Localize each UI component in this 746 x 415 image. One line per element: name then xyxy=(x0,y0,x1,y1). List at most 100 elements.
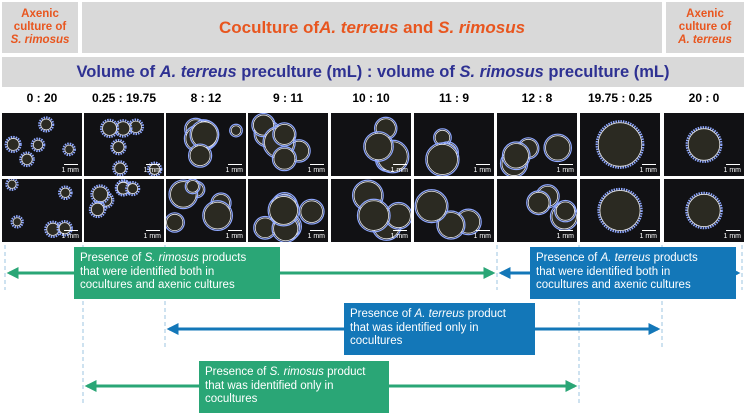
b2-l2: that were identified both in xyxy=(536,265,671,278)
header-center-prefix: Coculture of xyxy=(218,17,320,37)
volume-title-p1: Volume of xyxy=(76,62,160,81)
micrograph-r1-c5: 1 mm xyxy=(331,113,411,176)
micrograph-r2-c4: 1 mm xyxy=(248,179,328,242)
scale-bar xyxy=(310,230,324,231)
pellet xyxy=(40,118,53,131)
pellet-halo xyxy=(271,146,297,172)
scale-bar xyxy=(228,230,242,231)
pellet-halo xyxy=(685,126,723,163)
b2-l3: cocultures and axenic cultures xyxy=(536,279,691,291)
pellet-halo xyxy=(685,191,723,230)
b4-l2: that was identified only in xyxy=(205,379,334,392)
box-s-rimosus-only: Presence of S. rimosus product that was … xyxy=(199,361,389,413)
micrograph-r1-c7: 1 mm xyxy=(497,113,577,176)
header-left-line3: S. rimosus xyxy=(10,34,70,46)
scale-label: 1 mm xyxy=(225,233,244,240)
scale-bar xyxy=(726,230,740,231)
b3-l1c: product xyxy=(464,308,506,320)
scale-label: 1 mm xyxy=(61,167,80,174)
header-center-mid: and xyxy=(398,17,439,37)
pellet xyxy=(12,217,22,227)
pellet xyxy=(599,190,641,231)
scale-bar xyxy=(393,230,407,231)
pellet-halo xyxy=(56,220,73,237)
scale-label: 1 mm xyxy=(556,233,575,240)
pellet xyxy=(90,202,105,216)
header-right-line1: Axenic xyxy=(686,8,724,20)
micrograph-r2-c7: 1 mm xyxy=(497,179,577,242)
pellets-icon xyxy=(414,189,482,240)
micrograph-r1-c2: 1 mm xyxy=(84,113,164,176)
pellet-halo xyxy=(38,116,55,133)
pellet-halo xyxy=(62,142,76,157)
pellet-halo xyxy=(229,123,243,138)
b4-l3: cocultures xyxy=(205,393,258,405)
ratio-label-7: 12 : 8 xyxy=(521,91,553,105)
pellet-halo xyxy=(90,184,111,205)
pellet xyxy=(21,153,33,165)
pellet xyxy=(545,135,571,161)
scale-label: 1 mm xyxy=(556,167,575,174)
b2-l1b: A. terreus xyxy=(600,252,651,264)
header-right-line3: A. terreus xyxy=(678,34,732,46)
micrograph-r1-c6: 1 mm xyxy=(414,113,494,176)
pellets-icon xyxy=(363,116,410,174)
pellet-halo xyxy=(501,141,531,171)
scale-bar xyxy=(642,230,656,231)
pellets-icon xyxy=(5,179,73,238)
ratio-label-8: 19.75 : 0.25 xyxy=(587,91,653,105)
ratio-label-3: 8 : 12 xyxy=(190,91,222,105)
pellet xyxy=(358,200,389,231)
header-center-org2: S. rimosus xyxy=(438,17,526,37)
pellet-halo xyxy=(10,215,24,229)
pellets-icon xyxy=(253,192,325,242)
pellets-icon xyxy=(685,126,723,163)
pellets-icon xyxy=(166,179,233,233)
b2-l1c: products xyxy=(650,252,698,264)
pellet-halo xyxy=(30,137,46,153)
micrograph-r1-c1: 1 mm xyxy=(2,113,82,176)
pellet xyxy=(503,143,529,169)
pellets-icon xyxy=(526,184,577,231)
volume-ratio-title: Volume of A. terreus preculture (mL) : v… xyxy=(2,57,744,87)
micrograph-r2-c1: 1 mm xyxy=(2,179,82,242)
ratio-label-9: 20 : 0 xyxy=(688,91,720,105)
scale-label: 1 mm xyxy=(143,233,162,240)
header-left-line1: Axenic xyxy=(21,8,59,20)
box-a-terreus-only: Presence of A. terreus product that was … xyxy=(344,303,535,355)
pellet-halo xyxy=(363,131,394,162)
b1-l3: cocultures and axenic cultures xyxy=(80,279,235,291)
b3-l2: that was identified only in xyxy=(350,321,479,334)
scale-bar xyxy=(642,164,656,165)
pellet xyxy=(189,145,211,167)
scale-label: 1 mm xyxy=(639,233,658,240)
pellet-halo xyxy=(146,161,163,176)
pellet-halo xyxy=(184,179,201,195)
b3-l3: cocultures xyxy=(350,335,403,347)
b1-l2: that were identified both in xyxy=(80,265,215,278)
b2-l1a: Presence of xyxy=(536,252,601,264)
pellets-icon xyxy=(183,117,243,168)
scale-bar xyxy=(146,230,160,231)
b1-l1c: products xyxy=(198,252,247,264)
pellet xyxy=(7,179,17,189)
pellet xyxy=(426,143,458,175)
ratio-label-4: 9 : 11 xyxy=(272,91,304,105)
pellet-halo xyxy=(543,133,572,163)
micrograph-r2-c9: 1 mm xyxy=(664,179,744,242)
scale-label: 1 mm xyxy=(390,167,409,174)
scale-bar xyxy=(393,164,407,165)
pellet xyxy=(416,190,447,222)
pellets-icon xyxy=(351,179,411,241)
pellet xyxy=(203,201,232,230)
scale-label: 1 mm xyxy=(723,233,742,240)
pellets-icon xyxy=(251,113,311,172)
pellet xyxy=(64,144,74,155)
pellets-icon xyxy=(499,133,572,176)
pellet xyxy=(58,222,71,235)
micrograph-r2-c6: 1 mm xyxy=(414,179,494,242)
pellet-halo xyxy=(88,200,107,219)
ratio-label-6: 11 : 9 xyxy=(438,91,470,105)
micrograph-r1-c8: 1 mm xyxy=(580,113,660,176)
pellet xyxy=(300,200,323,223)
